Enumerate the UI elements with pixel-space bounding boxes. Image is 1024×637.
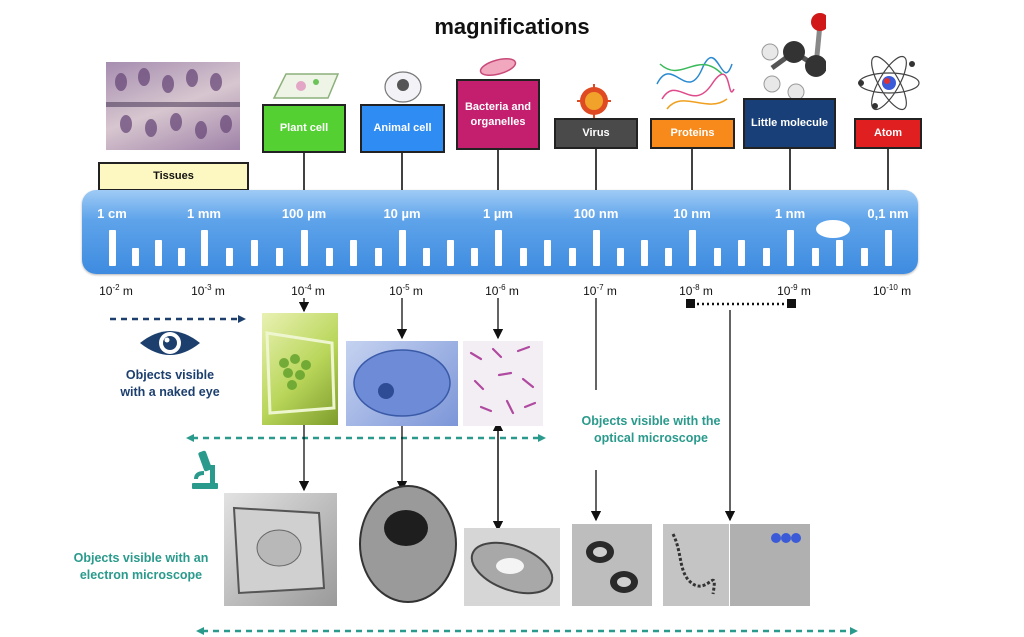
ruler-label: 1 mm — [187, 206, 221, 221]
ruler-minor-tick — [544, 240, 551, 266]
bacteria-illustration — [472, 54, 524, 80]
electron-microscope-label: Objects visible with an electron microsc… — [73, 551, 209, 582]
meter-label: 10-5 m — [389, 283, 423, 298]
category-proteins: Proteins — [650, 118, 735, 149]
meter-label: 10-8 m — [679, 283, 713, 298]
ruler-minor-tick — [132, 248, 139, 266]
ruler-major-tick — [301, 230, 308, 266]
category-label: Atom — [873, 127, 903, 140]
ruler-label: 0,1 nm — [867, 206, 909, 221]
ruler-label: 1 nm — [774, 206, 806, 221]
atom-illustration — [857, 54, 921, 112]
meter-label: 10-9 m — [777, 283, 811, 298]
virus-illustration — [574, 84, 614, 118]
eye-icon — [138, 325, 202, 361]
ruler-major-tick — [495, 230, 502, 266]
category-label: Animal cell — [373, 122, 432, 135]
bacteria-electron-micrograph — [464, 528, 560, 606]
virus-electron-micrograph — [572, 524, 652, 606]
scale-ruler — [82, 190, 918, 274]
ruler-minor-tick — [226, 248, 233, 266]
microscope-icon — [188, 449, 222, 491]
ruler-label: 100 µm — [281, 206, 327, 221]
ruler-minor-tick — [738, 240, 745, 266]
ruler-label: 10 nm — [673, 206, 711, 221]
plant-cell-illustration — [266, 68, 346, 104]
ruler-minor-tick — [519, 248, 527, 266]
protein-electron-micrograph — [663, 524, 729, 606]
ruler-major-tick — [201, 230, 208, 266]
ruler-minor-tick — [447, 240, 454, 266]
ruler-minor-tick — [568, 248, 576, 266]
category-virus: Virus — [554, 118, 638, 149]
ruler-major-tick — [109, 230, 116, 266]
ruler-major-tick — [593, 230, 600, 266]
ruler-major-tick — [787, 230, 794, 266]
meter-label: 10-2 m — [99, 283, 133, 298]
ruler-minor-tick — [811, 248, 819, 266]
protein-illustration — [652, 44, 736, 116]
category-label: Bacteria and organelles — [464, 100, 532, 128]
ruler-major-tick — [885, 230, 892, 266]
category-little-molecule: Little molecule — [743, 98, 836, 149]
meter-label: 10-10 m — [872, 283, 912, 298]
category-label: Little molecule — [750, 117, 829, 130]
ruler-major-tick — [689, 230, 696, 266]
ruler-minor-tick — [350, 240, 357, 266]
category-label: Plant cell — [279, 122, 329, 135]
ruler-major-tick — [399, 230, 406, 266]
meter-label: 10-7 m — [583, 283, 617, 298]
ruler-label: 10 µm — [383, 206, 421, 221]
ruler-minor-tick — [251, 240, 258, 266]
ruler-minor-tick — [641, 240, 648, 266]
ruler-minor-tick — [860, 248, 868, 266]
animal-cell-micrograph — [346, 341, 458, 426]
ruler-minor-tick — [155, 240, 162, 266]
ruler-oval — [816, 220, 850, 238]
category-atom: Atom — [854, 118, 922, 149]
ruler-minor-tick — [665, 248, 672, 266]
ruler-minor-tick — [374, 248, 382, 266]
tissue-illustration — [106, 62, 240, 150]
ruler-minor-tick — [713, 248, 721, 266]
ruler-minor-tick — [471, 248, 478, 266]
bacteria-micrograph — [463, 341, 543, 426]
ruler-label: 1 cm — [97, 206, 127, 221]
meter-label: 10-3 m — [191, 283, 225, 298]
meter-label: 10-6 m — [485, 283, 519, 298]
category-animal-cell: Animal cell — [360, 104, 445, 153]
category-label: Virus — [582, 127, 610, 140]
category-bacteria: Bacteria and organelles — [456, 79, 540, 150]
animal-cell-electron-micrograph — [356, 482, 460, 606]
ruler-minor-tick — [423, 248, 430, 266]
ruler-minor-tick — [617, 248, 624, 266]
naked-eye-label: Objects visible with a naked eye — [120, 368, 220, 399]
meter-label: 10-4 m — [291, 283, 325, 298]
plant-cell-micrograph — [262, 313, 338, 425]
ruler-minor-tick — [276, 248, 283, 266]
category-plant-cell: Plant cell — [262, 104, 346, 153]
ruler-label: 1 µm — [483, 206, 513, 221]
page-title: magnifications — [434, 14, 590, 39]
molecule-electron-micrograph — [730, 524, 810, 606]
category-label: Proteins — [670, 127, 715, 140]
ruler-minor-tick — [836, 240, 843, 266]
molecule-illustration — [756, 12, 829, 101]
optical-microscope-label: Objects visible with the optical microsc… — [581, 414, 721, 445]
ruler-minor-tick — [762, 248, 770, 266]
ruler-minor-tick — [325, 248, 333, 266]
plant-cell-electron-micrograph — [224, 493, 337, 606]
ruler-label: 100 nm — [573, 206, 619, 221]
category-label: Tissues — [153, 170, 194, 183]
animal-cell-illustration — [383, 70, 423, 104]
ruler-minor-tick — [178, 248, 185, 266]
